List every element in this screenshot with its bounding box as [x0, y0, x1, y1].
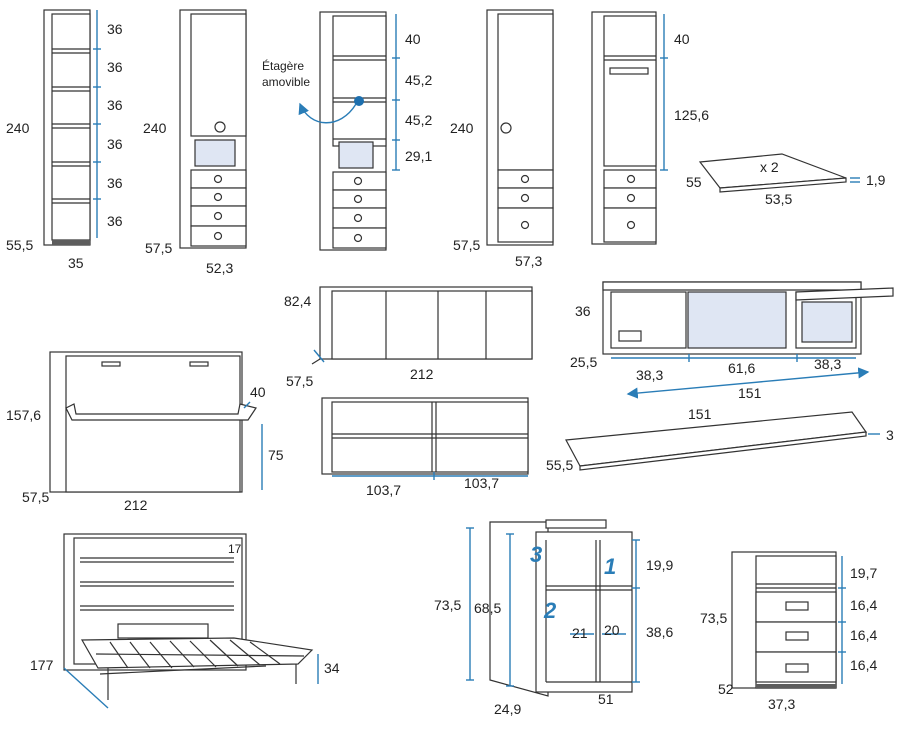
- corner-shelf-unit: 73,5 68,5 24,9 51 19,9 38,6 21 20 1 2 3: [434, 519, 673, 717]
- plank-width: 151: [688, 406, 712, 422]
- p2-height: 240: [143, 120, 167, 136]
- wall-width: 212: [410, 366, 434, 382]
- tall-shelf-unit-35: 36 36 36 36 36 36 240 55,5 35: [6, 9, 123, 271]
- p3-seg4: 29,1: [405, 148, 432, 164]
- loose-shelves-x2: x 2 55 53,5 1,9: [686, 153, 886, 207]
- tv-unit-151: 36 25,5 38,3 61,6 38,3 151: [570, 281, 894, 401]
- corner-bottom-section: 38,6: [646, 624, 673, 640]
- low-open-unit: 103,7 103,7: [321, 397, 529, 498]
- chest-top-section: 19,7: [850, 565, 877, 581]
- p3-seg3: 45,2: [405, 112, 432, 128]
- desk-plank: 151 55,5 3: [546, 406, 894, 473]
- corner-depth: 24,9: [494, 701, 521, 717]
- folding-bed-closed: 157,6 57,5 212 40 75: [6, 351, 284, 513]
- chest-depth: 52: [718, 681, 734, 697]
- bed-depth: 57,5: [22, 489, 49, 505]
- corner-inner-height: 68,5: [474, 600, 501, 616]
- p2-width: 52,3: [206, 260, 233, 276]
- tv-seg1: 38,3: [636, 367, 663, 383]
- p1-seg1: 36: [107, 21, 123, 37]
- wall-depth: 57,5: [286, 373, 313, 389]
- p5-seg1: 40: [674, 31, 690, 47]
- marker-2: 2: [543, 598, 557, 623]
- open-wardrobe: 40 125,6: [591, 11, 709, 245]
- removable-shelf-note-2: amovible: [262, 75, 310, 89]
- shelf-depth: 55: [686, 174, 702, 190]
- p5-seg2: 125,6: [674, 107, 709, 123]
- chest-width: 37,3: [768, 696, 795, 712]
- tv-total: 151: [738, 385, 762, 401]
- tall-shelf-unit-removable: 40 45,2 45,2 29,1 Étagère amovible: [262, 11, 432, 251]
- p1-seg5: 36: [107, 175, 123, 191]
- corner-compartment-1: 21: [572, 625, 588, 641]
- tv-seg3: 38,3: [814, 356, 841, 372]
- plank-depth: 55,5: [546, 457, 573, 473]
- bed-height: 157,6: [6, 407, 41, 423]
- p3-seg1: 40: [405, 31, 421, 47]
- openbed-depth: 177: [30, 657, 54, 673]
- desk-depth: 40: [250, 384, 266, 400]
- p1-seg2: 36: [107, 59, 123, 75]
- chest-drawer-1: 16,4: [850, 597, 877, 613]
- low-right-width: 103,7: [464, 475, 499, 491]
- p1-seg3: 36: [107, 97, 123, 113]
- p1-depth: 55,5: [6, 237, 33, 253]
- low-left-width: 103,7: [366, 482, 401, 498]
- openbed-top: 17: [228, 542, 242, 556]
- p2-depth: 57,5: [145, 240, 172, 256]
- tv-seg2: 61,6: [728, 360, 755, 376]
- chest-height: 73,5: [700, 610, 727, 626]
- p4-height: 240: [450, 120, 474, 136]
- folding-bed-open: 17 177 34: [30, 533, 340, 709]
- corner-width: 51: [598, 691, 614, 707]
- tv-depth: 25,5: [570, 354, 597, 370]
- chest-drawer-3: 16,4: [850, 657, 877, 673]
- p3-seg2: 45,2: [405, 72, 432, 88]
- shelf-width: 53,5: [765, 191, 792, 207]
- tall-cabinet-52-3: 240 57,5 52,3: [143, 9, 247, 276]
- p1-seg6: 36: [107, 213, 123, 229]
- shelf-thickness: 1,9: [866, 172, 886, 188]
- plank-thickness: 3: [886, 427, 894, 443]
- chest-drawer-2: 16,4: [850, 627, 877, 643]
- tall-wardrobe-57-3: 240 57,5 57,3: [450, 9, 554, 269]
- desk-height: 75: [268, 447, 284, 463]
- corner-height: 73,5: [434, 597, 461, 613]
- tv-height: 36: [575, 303, 591, 319]
- marker-3: 3: [530, 542, 542, 567]
- p1-height: 240: [6, 120, 30, 136]
- bedside-chest: 73,5 52 37,3 19,7 16,4 16,4 16,4: [700, 551, 877, 712]
- p1-width: 35: [68, 255, 84, 271]
- p4-depth: 57,5: [453, 237, 480, 253]
- wall-height: 82,4: [284, 293, 311, 309]
- corner-compartment-2: 20: [604, 622, 620, 638]
- corner-top-section: 19,9: [646, 557, 673, 573]
- p4-width: 57,3: [515, 253, 542, 269]
- marker-1: 1: [604, 554, 616, 579]
- openbed-height: 34: [324, 660, 340, 676]
- shelf-qty: x 2: [760, 159, 779, 175]
- p1-seg4: 36: [107, 136, 123, 152]
- bed-width: 212: [124, 497, 148, 513]
- removable-shelf-note-1: Étagère: [262, 58, 304, 73]
- wall-cabinet-212: 82,4 57,5 212: [284, 286, 533, 389]
